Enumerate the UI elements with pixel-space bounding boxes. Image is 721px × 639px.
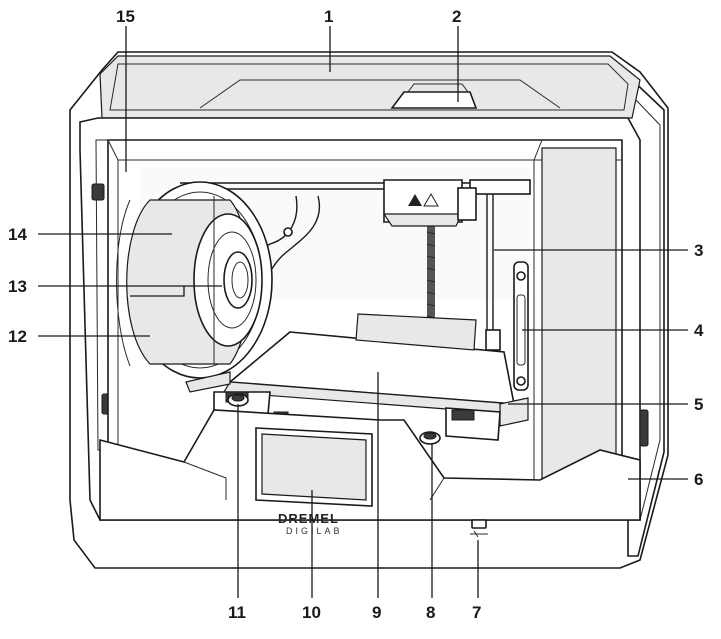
callout-8: 8	[426, 603, 435, 622]
callout-1: 1	[324, 7, 333, 26]
callout-2: 2	[452, 7, 461, 26]
leveling-knob-front-right	[419, 431, 441, 445]
callout-12: 12	[8, 327, 27, 346]
callout-9: 9	[372, 603, 381, 622]
door-handle	[513, 261, 529, 391]
callout-14: 14	[8, 225, 27, 244]
usb-port	[470, 519, 488, 538]
callout-13: 13	[8, 277, 27, 296]
build-plate	[185, 313, 529, 445]
brand-name: DREMEL	[278, 511, 339, 526]
extruder-head	[382, 179, 477, 227]
callout-4: 4	[694, 321, 704, 340]
lead-screw	[426, 212, 436, 322]
front-bezel: DREMEL DIGILAB	[99, 409, 649, 538]
callout-3: 3	[694, 241, 703, 260]
touchscreen	[255, 427, 373, 507]
gantry	[180, 179, 531, 340]
callout-10: 10	[302, 603, 321, 622]
callout-7: 7	[472, 603, 481, 622]
callout-5: 5	[694, 395, 703, 414]
filament-spool	[116, 181, 273, 379]
callout-labels: 1 2 3 4 5 6 7 8 9 10 11 12 13 14 15	[8, 7, 704, 622]
callout-11: 11	[228, 603, 246, 622]
callout-6: 6	[694, 470, 703, 489]
leader-lines	[38, 26, 688, 598]
brand-sub: DIGILAB	[286, 526, 343, 536]
callout-15: 15	[116, 7, 135, 26]
